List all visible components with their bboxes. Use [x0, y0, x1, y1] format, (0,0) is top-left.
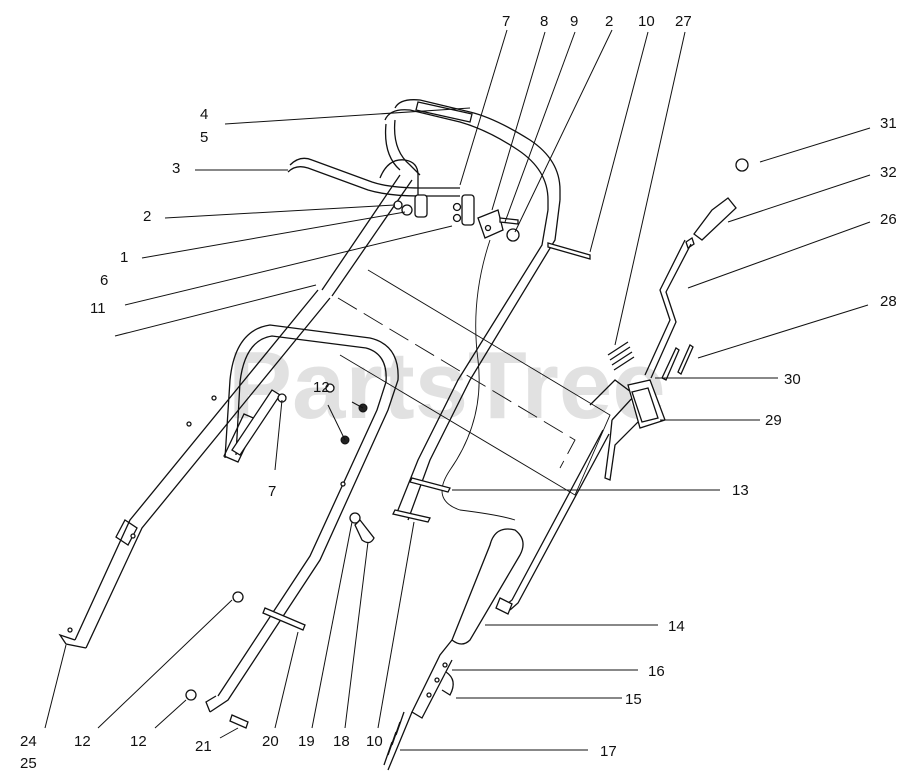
callout-28: 28: [880, 293, 897, 310]
handle-panel: [337, 269, 611, 496]
callout-10-bottom: 10: [366, 733, 383, 750]
callout-16: 16: [648, 663, 665, 680]
callout-24: 24: [20, 733, 37, 750]
callout-6: 6: [100, 272, 108, 289]
control-bail: [287, 157, 460, 200]
callout-10-top: 10: [638, 13, 655, 30]
small-hardware: [185, 383, 451, 729]
callout-11: 11: [90, 300, 106, 317]
callout-12-bottom-a: 12: [74, 733, 91, 750]
callout-21: 21: [195, 738, 212, 755]
callout-3: 3: [172, 160, 180, 177]
callout-7-top: 7: [502, 13, 510, 30]
callout-13: 13: [732, 482, 749, 499]
callout-14: 14: [668, 618, 685, 635]
callout-19: 19: [298, 733, 315, 750]
spring-27: [607, 341, 635, 371]
callout-5: 5: [200, 129, 208, 146]
callout-labels: 7 8 9 2 10 27 4 5 31 3 32 2 26 1 6 28 11…: [20, 13, 897, 772]
cable: [441, 239, 516, 521]
callout-18: 18: [333, 733, 350, 750]
callout-2-left: 2: [143, 208, 151, 225]
callout-27: 27: [675, 13, 692, 30]
watermark-text: PartsTree: [228, 332, 666, 439]
callout-9: 9: [570, 13, 578, 30]
cam-lever: [627, 158, 749, 429]
callout-1: 1: [120, 249, 128, 266]
callout-2-top: 2: [605, 13, 613, 30]
callout-4: 4: [200, 106, 208, 123]
callout-30: 30: [784, 371, 801, 388]
callout-25: 25: [20, 755, 37, 772]
callout-17: 17: [600, 743, 617, 760]
callout-31: 31: [880, 115, 897, 132]
callout-32: 32: [880, 164, 897, 181]
lower-handle-left: [58, 289, 331, 649]
callout-7-mid: 7: [268, 483, 276, 500]
lower-grip: [383, 528, 524, 771]
callout-26: 26: [880, 211, 897, 228]
callout-15: 15: [625, 691, 642, 708]
grip-left: [231, 389, 281, 456]
callout-12-mid: 12: [313, 379, 330, 396]
callout-8: 8: [540, 13, 548, 30]
leader-lines: [44, 29, 871, 751]
upper-handle-bar: [321, 99, 561, 521]
handle-brackets: [393, 194, 591, 260]
callout-20: 20: [262, 733, 279, 750]
callout-12-bottom-b: 12: [130, 733, 147, 750]
callout-29: 29: [765, 412, 782, 429]
